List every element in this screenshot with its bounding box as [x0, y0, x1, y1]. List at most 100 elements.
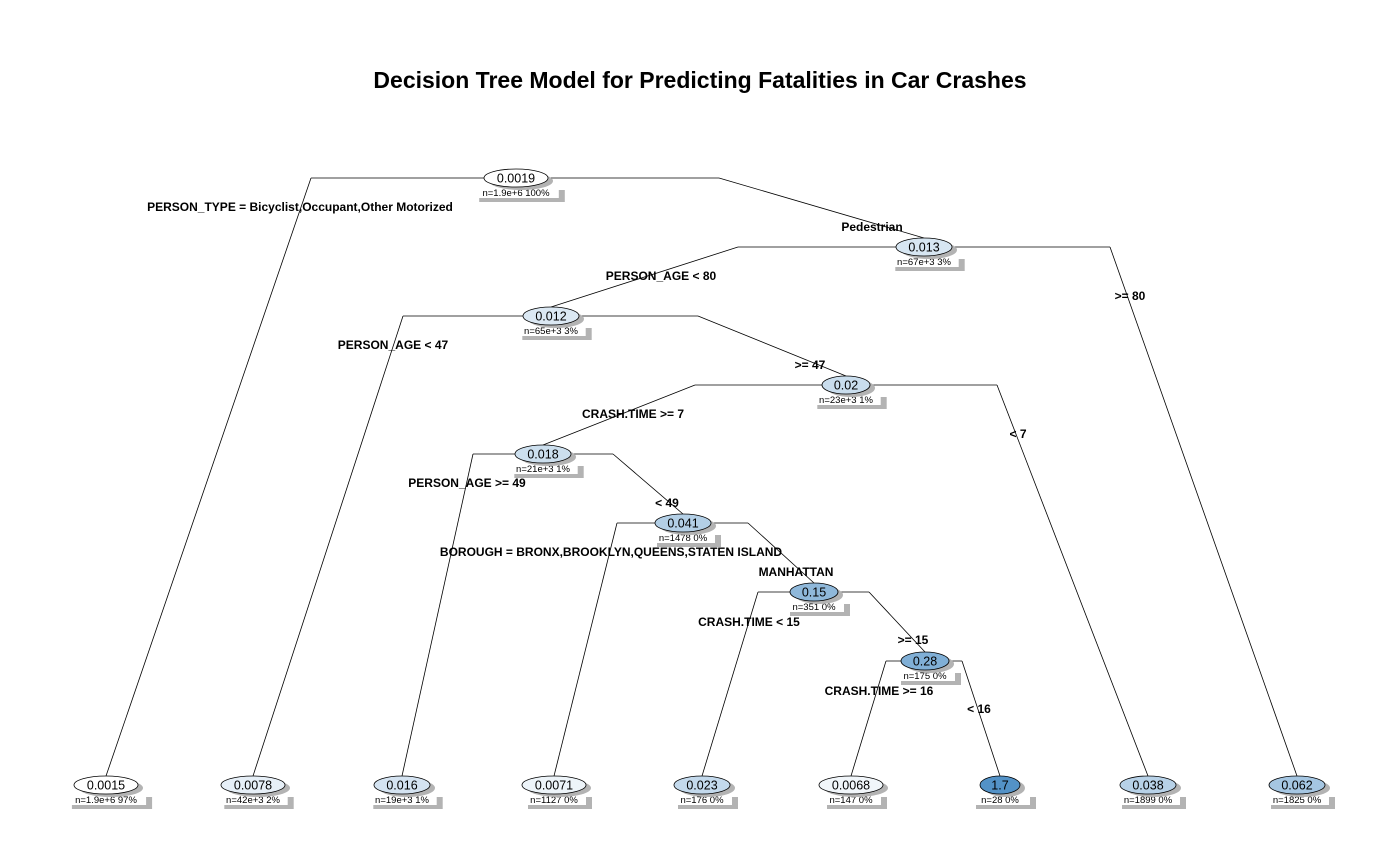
node-leaf-8: n=1899 0% 0.038 — [1116, 775, 1186, 809]
node-value: 0.02 — [834, 379, 858, 393]
node-info-text: n=19e+3 1% — [375, 795, 429, 806]
node-ellipse — [521, 775, 587, 795]
node-leaf-9: n=1825 0% 0.062 — [1265, 775, 1335, 809]
node-value: 0.0068 — [832, 779, 870, 793]
split-labels: PERSON_TYPE = Bicyclist,Occupant,Other M… — [147, 200, 1146, 716]
node-root: n=1.9e+6 100% 0.0019 — [473, 168, 565, 202]
edge-age-lt-49-manhattan — [747, 522, 815, 584]
node-ellipse — [220, 775, 286, 795]
node-value: 0.0071 — [535, 779, 573, 793]
node-value: 1.7 — [991, 779, 1008, 793]
node-value: 0.28 — [913, 655, 937, 669]
node-info-text: n=67e+3 3% — [897, 257, 951, 268]
tree-nodes: n=1.9e+6 100% 0.0019 n=67e+3 3% 0.013 n=65e+… — [65, 168, 1335, 809]
node-info-text: n=42e+3 2% — [226, 795, 280, 806]
node-leaf-1: n=1.9e+6 97% 0.0015 — [65, 775, 153, 809]
node-value: 0.016 — [386, 779, 417, 793]
node-leaf-5: n=176 0% 0.023 — [672, 775, 738, 809]
node-value: 0.038 — [1132, 779, 1163, 793]
node-ellipse — [522, 306, 580, 326]
node-ellipse — [979, 775, 1021, 795]
node-leaf-6: n=147 0% 0.0068 — [818, 775, 888, 809]
node-pedestrian: n=67e+3 3% 0.013 — [889, 237, 965, 271]
node-ellipse — [1119, 775, 1177, 795]
node-info-text: n=147 0% — [829, 795, 873, 806]
node-value: 0.012 — [535, 310, 566, 324]
edge-manhattan-leaf-5 — [701, 591, 759, 777]
edge-age-ge-47-time-ge-7 — [542, 384, 696, 446]
time-lt-15-split-label: CRASH.TIME < 15 — [698, 615, 800, 629]
time-lt-16-split-label: < 16 — [967, 702, 991, 716]
node-value: 0.013 — [908, 241, 939, 255]
node-info-text: n=175 0% — [903, 671, 947, 682]
node-info-box — [811, 393, 881, 405]
edge-age-lt-49-leaf-4 — [553, 522, 618, 777]
edge-root-pedestrian — [718, 177, 925, 239]
edge-pedestrian-leaf-9 — [1109, 246, 1298, 777]
edge-time-ge-15-leaf-6 — [850, 660, 887, 777]
age-ge-47-split-label: >= 47 — [795, 358, 826, 372]
node-ellipse — [895, 237, 953, 257]
node-ellipse — [514, 444, 572, 464]
age-lt-49-split-label: < 49 — [655, 496, 679, 510]
node-info-text: n=23e+3 1% — [819, 395, 873, 406]
borough-split-label: BOROUGH = BRONX,BROOKLYN,QUEENS,STATEN I… — [440, 545, 782, 559]
page-title: Decision Tree Model for Predicting Fatal… — [373, 67, 1026, 93]
node-value: 0.018 — [527, 448, 558, 462]
node-time-ge-15: n=175 0% 0.28 — [895, 651, 961, 685]
node-ellipse — [73, 775, 139, 795]
node-ellipse — [654, 513, 712, 533]
node-time-ge-7: n=21e+3 1%0.018 — [508, 444, 584, 478]
node-ellipse — [483, 168, 549, 188]
node-info-text: n=1478 0% — [659, 533, 708, 544]
node-info-text: n=65e+3 3% — [524, 326, 578, 337]
time-ge-7-split-label: CRASH.TIME >= 7 — [582, 407, 684, 421]
node-ellipse — [373, 775, 431, 795]
time-ge-15-split-label: >= 15 — [898, 633, 929, 647]
edge-time-ge-15-leaf-7 — [961, 660, 1001, 777]
node-leaf-7: n=28 0% 1.7 — [970, 775, 1036, 809]
person-type-split-label: PERSON_TYPE = Bicyclist,Occupant,Other M… — [147, 200, 453, 214]
node-info-text: n=1.9e+6 97% — [75, 795, 137, 806]
edge-root-leaf-1 — [105, 177, 312, 777]
edge-manhattan-time-ge-15 — [868, 591, 926, 653]
node-info-text: n=1825 0% — [1273, 795, 1322, 806]
edge-pedestrian-age-lt-80 — [550, 246, 739, 308]
node-ellipse — [1268, 775, 1326, 795]
node-info-text: n=1899 0% — [1124, 795, 1173, 806]
edge-time-ge-7-age-lt-49 — [612, 453, 684, 515]
node-age-lt-49: n=1478 0% 0.041 — [651, 513, 721, 547]
age-ge-49-split-label: PERSON_AGE >= 49 — [408, 476, 526, 490]
node-value: 0.15 — [802, 586, 826, 600]
node-value: 0.0019 — [497, 172, 535, 186]
node-info-text: n=351 0% — [792, 602, 836, 613]
age-lt-80-split-label: PERSON_AGE < 80 — [606, 269, 717, 283]
edge-time-ge-7-leaf-3 — [401, 453, 474, 777]
time-lt-7-split-label: < 7 — [1009, 427, 1026, 441]
node-leaf-2: n=42e+3 2%0.0078 — [218, 775, 294, 809]
node-leaf-4: n=1127 0% 0.0071 — [521, 775, 592, 809]
node-value: 0.0015 — [87, 779, 125, 793]
tree-edges — [105, 177, 1298, 777]
node-info-text: n=28 0% — [981, 795, 1019, 806]
node-ellipse — [818, 775, 884, 795]
pedestrian-split-label: Pedestrian — [841, 220, 902, 234]
node-ellipse — [673, 775, 731, 795]
node-age-lt-80: n=65e+3 3% 0.012 — [516, 306, 592, 340]
node-value: 0.023 — [686, 779, 717, 793]
node-ellipse — [900, 651, 950, 671]
node-age-ge-47: n=23e+3 1% 0.02 — [811, 375, 887, 409]
node-value: 0.041 — [667, 517, 698, 531]
node-value: 0.062 — [1281, 779, 1312, 793]
edge-age-lt-80-age-ge-47 — [697, 315, 847, 377]
age-lt-47-split-label: PERSON_AGE < 47 — [338, 338, 449, 352]
edge-age-ge-47-leaf-8 — [996, 384, 1149, 777]
node-ellipse — [821, 375, 871, 395]
node-info-text: n=1.9e+6 100% — [482, 188, 550, 199]
manhattan-split-label: MANHATTAN — [759, 565, 834, 579]
node-info-box — [970, 793, 1030, 805]
time-ge-16-split-label: CRASH.TIME >= 16 — [825, 684, 934, 698]
node-info-text: n=176 0% — [680, 795, 724, 806]
node-info-text: n=1127 0% — [530, 795, 578, 806]
